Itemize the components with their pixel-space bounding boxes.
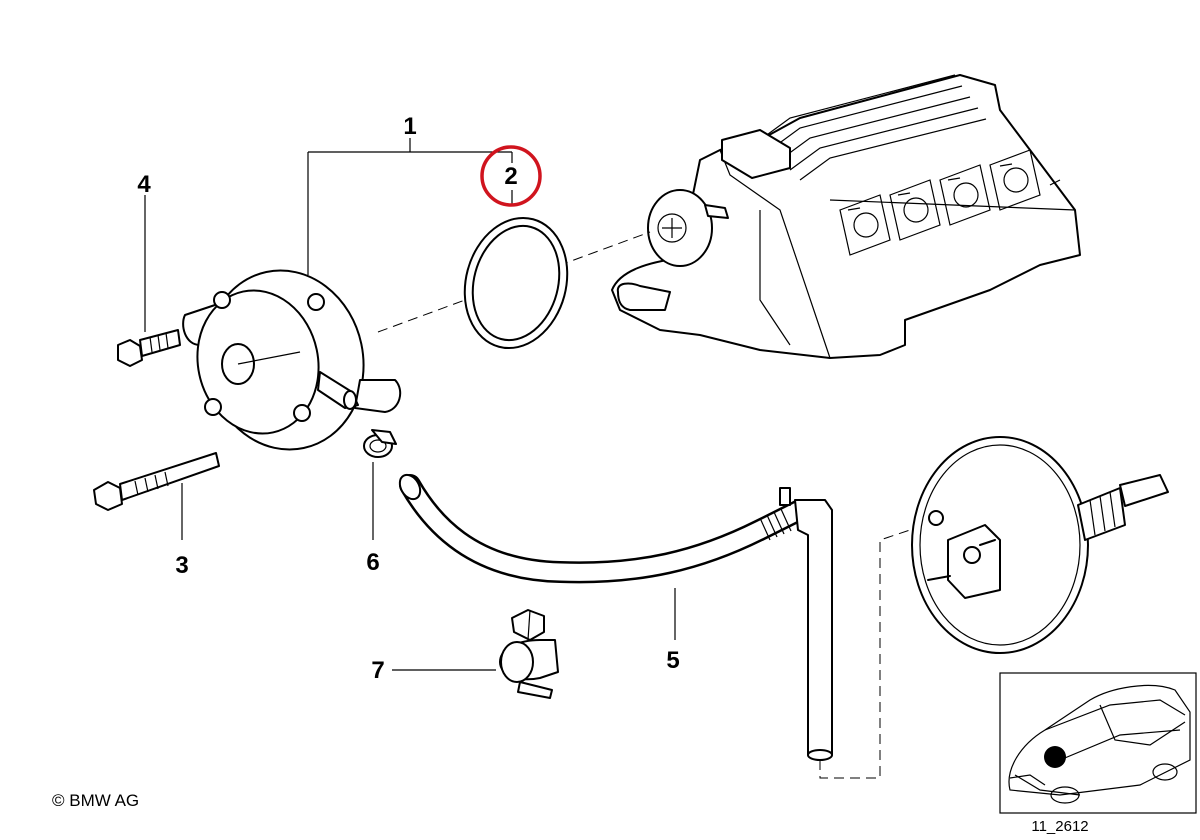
hose-corrugation [759,508,792,541]
callout-2: 2 [504,163,517,190]
callout-7: 7 [371,657,384,684]
callout-2-highlight [480,145,542,207]
brake-booster [911,436,1169,654]
hose-clamp [363,429,397,458]
bolt-short [117,329,181,367]
leader-lines [144,138,676,671]
callout-5: 5 [666,647,679,674]
component-location-dot [1044,746,1066,768]
cylinder-head-details [839,149,1061,256]
copyright-text: © BMW AG [52,791,139,810]
callout-4: 4 [137,171,151,198]
car-locator-icon [999,672,1197,814]
vacuum-pump [182,269,402,451]
callout-3: 3 [175,552,188,579]
engine-block [611,74,1081,359]
figure-id: 11_2612 [1031,818,1088,835]
callout-1: 1 [403,113,416,140]
vacuum-hose [398,473,833,761]
callout-6: 6 [366,549,379,576]
o-ring [463,216,569,350]
hose-holder-clip [499,609,559,699]
booster-connection-line [819,529,911,779]
bolt-long [93,452,220,511]
